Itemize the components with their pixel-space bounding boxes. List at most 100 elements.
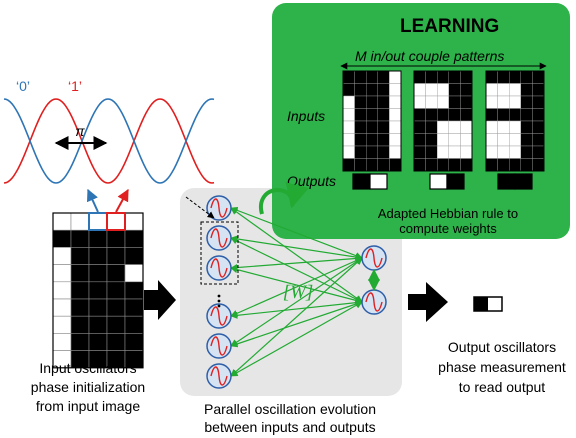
pattern-pixel: [497, 108, 510, 122]
pattern-pixel: [460, 145, 473, 159]
input-pixel: [70, 281, 90, 300]
network-to-output-arrow: [408, 282, 448, 322]
pattern-pixel: [497, 133, 510, 147]
wave-one: [3, 98, 215, 184]
sine-icon: [210, 366, 228, 386]
pattern-pixel: [509, 95, 522, 109]
pattern-pixel: [425, 95, 438, 109]
pattern-pixel: [509, 70, 522, 84]
pattern-pixel: [448, 108, 461, 122]
input-oscillator: [206, 363, 232, 389]
input-pixel: [106, 264, 126, 283]
pattern-pixel: [460, 70, 473, 84]
pattern-pixel: [509, 120, 522, 134]
pattern-pixel: [389, 120, 402, 134]
input-pixel: [124, 315, 144, 334]
pattern-pixel: [366, 133, 379, 147]
input-pixel: [70, 229, 90, 248]
pattern-pixel: [377, 83, 390, 97]
pattern-pixel: [389, 158, 402, 172]
pattern-pixel: [532, 95, 545, 109]
pattern-pixel: [389, 95, 402, 109]
pattern-pixel: [366, 95, 379, 109]
input-pixel: [124, 212, 144, 231]
pattern-pixel: [377, 145, 390, 159]
pattern-pixel: [413, 145, 426, 159]
pattern-pixel: [509, 145, 522, 159]
learning-title: LEARNING: [400, 16, 499, 37]
pattern-pixel: [448, 158, 461, 172]
hebbian-rule-line2: compute weights: [399, 221, 497, 236]
learning-panel: LEARNING M in/out couple patterns Inputs…: [272, 3, 570, 239]
zero-pixel-arrow: [87, 188, 99, 213]
input-pixel: [52, 333, 72, 351]
pattern-pixel: [532, 120, 545, 134]
pattern-pixel: [354, 83, 367, 97]
output-pattern: [473, 296, 503, 312]
pattern-pixel: [366, 83, 379, 97]
pattern-pixel: [520, 120, 533, 134]
output-caption-line3: to read output: [459, 379, 546, 395]
pattern-pixel: [342, 145, 355, 159]
pattern-pixel: [342, 70, 355, 84]
pattern-pixel: [509, 158, 522, 172]
one-pixel-highlight: [106, 212, 126, 231]
learning-subtitle: M in/out couple patterns: [355, 48, 504, 64]
output-pattern-cell: [429, 173, 448, 190]
oscillators: [206, 195, 387, 389]
pattern-pixel: [389, 145, 402, 159]
pattern-pixel: [497, 120, 510, 134]
parallel-caption: Parallel oscillation evolution between i…: [204, 401, 376, 435]
input-pixel: [52, 315, 72, 334]
input-pixel: [88, 247, 108, 265]
pattern-pixel: [342, 120, 355, 134]
input-pixel: [70, 247, 90, 265]
pattern-pixel: [448, 95, 461, 109]
parallel-caption-line1: Parallel oscillation evolution: [204, 401, 376, 417]
input-pixel: [106, 281, 126, 300]
pattern-pixel: [366, 120, 379, 134]
pattern-pixel: [413, 83, 426, 97]
pattern-pixel: [342, 108, 355, 122]
pattern-pixel: [460, 133, 473, 147]
pattern-pixel: [485, 120, 498, 134]
input-pixel: [106, 247, 126, 265]
pattern-pixel: [354, 145, 367, 159]
pattern-pixel: [413, 70, 426, 84]
input-pixel: [88, 264, 108, 283]
input-oscillator: [206, 255, 232, 281]
pattern-pixel: [485, 95, 498, 109]
output-caption-line1: Output oscillators: [448, 339, 556, 355]
input-pixel: [52, 212, 72, 231]
pattern-border: [342, 70, 402, 172]
input-oscillator: [206, 333, 232, 359]
input-pixel: [106, 229, 126, 248]
pattern-pixel: [366, 145, 379, 159]
pattern-pixel: [354, 70, 367, 84]
pattern-pixel: [413, 108, 426, 122]
input-pixel: [70, 264, 90, 283]
pattern-pixel: [448, 120, 461, 134]
input-group-box: [200, 221, 239, 285]
pattern-pixel: [366, 70, 379, 84]
input-pixel: [124, 264, 144, 283]
pattern-pixel: [448, 83, 461, 97]
pattern-pixel: [520, 83, 533, 97]
pattern-pixel: [485, 145, 498, 159]
pattern-pixel: [437, 133, 450, 147]
feedback-arrow: [259, 182, 309, 215]
pattern-pixel: [413, 133, 426, 147]
pattern-pixel: [448, 133, 461, 147]
input-oscillator: [206, 225, 232, 251]
wave-one-label: ‘1’: [68, 78, 82, 94]
ellipsis-dot: [217, 294, 221, 298]
pattern-pixel: [425, 145, 438, 159]
pattern-pixel: [413, 95, 426, 109]
pattern-pixel: [485, 108, 498, 122]
ellipsis-dot: [217, 304, 221, 308]
parallel-caption-line2: between inputs and outputs: [204, 419, 375, 435]
output-pattern-cell: [514, 173, 533, 190]
pattern-pixel: [389, 70, 402, 84]
pattern-pixel: [366, 158, 379, 172]
pattern-pixel: [437, 108, 450, 122]
